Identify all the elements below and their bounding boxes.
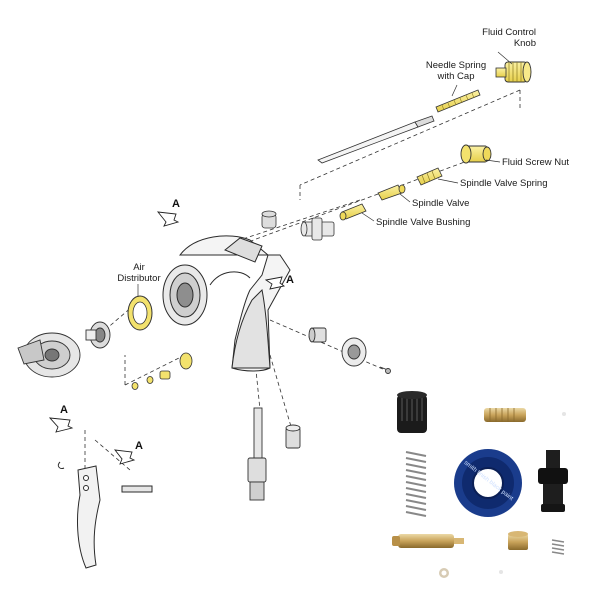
label-fluid-screw-nut: Fluid Screw Nut <box>502 157 570 168</box>
label-fluid-control-knob-line1: Fluid Control <box>482 27 536 38</box>
photo-black-knob <box>397 391 427 433</box>
photo-washer <box>439 568 449 578</box>
label-needle-spring: Needle Spring with Cap <box>418 60 494 82</box>
air-cap <box>17 332 81 378</box>
air-cap-plug <box>261 210 277 229</box>
spindle-valve <box>377 184 406 201</box>
rear-fitting <box>300 217 335 241</box>
needle-spring <box>435 89 481 113</box>
label-needle-spring-line2: with Cap <box>437 71 475 82</box>
label-air-distributor: Air Distributor <box>108 262 170 284</box>
air-distributor <box>127 295 153 331</box>
fluid-needle <box>317 115 435 164</box>
fluid-nozzle <box>85 321 111 349</box>
label-fluid-control-knob-line2: Knob <box>513 38 536 49</box>
trigger <box>57 461 153 569</box>
label-air-distributor-line1: Air <box>133 262 145 273</box>
fluid-control-knob <box>495 61 532 83</box>
label-spindle-valve: Spindle Valve <box>412 198 470 209</box>
gun-body <box>162 235 291 372</box>
alignment-lines <box>84 89 521 500</box>
a-marker-arrows <box>48 211 286 465</box>
marker-a-1: A <box>172 198 180 210</box>
spindle-valve-bushing <box>339 203 367 221</box>
fluid-screw-nut <box>460 144 492 164</box>
marker-a-3: A <box>60 404 68 416</box>
small-seals <box>131 352 193 390</box>
photo-small-spring <box>551 539 565 555</box>
label-spindle-valve-spring: Spindle Valve Spring <box>460 178 548 189</box>
marker-a-2: A <box>286 274 294 286</box>
label-air-distributor-line2: Distributor <box>117 273 161 284</box>
photo-spring <box>405 451 427 517</box>
photo-parts <box>392 391 568 578</box>
photo-blue-ring <box>454 449 522 517</box>
photo-brass-valve <box>392 534 464 548</box>
label-spindle-valve-bushing: Spindle Valve Bushing <box>376 217 471 228</box>
spindle-valve-spring <box>416 167 443 186</box>
pattern-control-knob <box>308 327 391 374</box>
marker-a-4: A <box>135 440 143 452</box>
photo-brass-bushing <box>484 408 526 422</box>
air-inlet-parts <box>247 407 301 501</box>
photo-black-fitting <box>538 450 568 512</box>
leader-lines <box>137 51 513 297</box>
photo-brass-nut <box>508 531 528 550</box>
label-fluid-control-knob: Fluid Control Knob <box>468 27 536 49</box>
label-needle-spring-line1: Needle Spring <box>425 60 487 71</box>
